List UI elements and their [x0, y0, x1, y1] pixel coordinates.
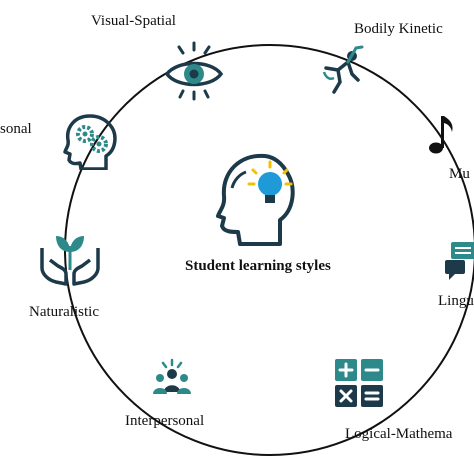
label-intrapersonal: sonal [0, 121, 32, 137]
eye-icon [164, 41, 224, 101]
speech-bubbles-icon [445, 242, 474, 280]
label-bodily-kinetic: Bodily Kinetic [354, 21, 443, 37]
plant-in-hands-icon [40, 236, 100, 286]
label-naturalistic: Naturalistic [29, 304, 99, 320]
head-lightbulb-icon [216, 153, 295, 246]
center-label: Student learning styles [185, 258, 331, 274]
label-visual-spatial: Visual-Spatial [91, 13, 176, 29]
calculator-icon [335, 359, 383, 407]
dancer-icon [322, 45, 364, 94]
head-gears-icon [63, 114, 117, 170]
group-icon [153, 358, 191, 394]
music-note-icon [429, 116, 453, 154]
label-logical-mathematical: Logical-Mathema [345, 426, 453, 442]
label-musical: Mu [449, 166, 470, 182]
label-linguistic: Lingu [438, 293, 474, 309]
label-interpersonal: Interpersonal [125, 413, 205, 429]
